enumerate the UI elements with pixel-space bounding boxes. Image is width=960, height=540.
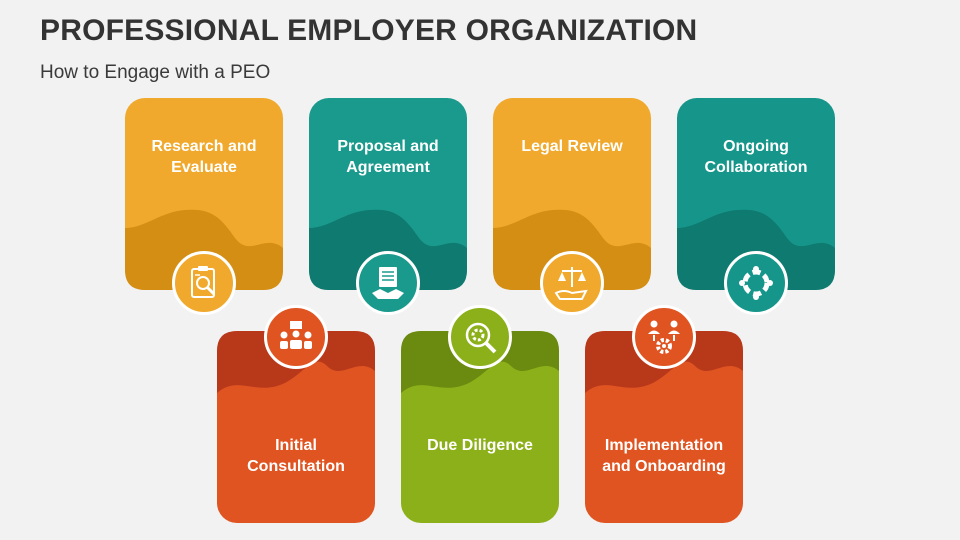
page-subtitle: How to Engage with a PEO xyxy=(40,62,271,83)
card-background xyxy=(125,98,283,290)
card-background xyxy=(677,98,835,290)
handshake-document-icon xyxy=(372,267,404,299)
page-title: PROFESSIONAL EMPLOYER ORGANIZATION xyxy=(40,14,698,47)
step-label: Due Diligence xyxy=(427,437,533,454)
step-badge xyxy=(448,305,512,369)
team-gear-icon xyxy=(648,320,680,354)
linked-hands-circle-icon xyxy=(739,266,773,300)
step-badge xyxy=(356,251,420,315)
step-card-legal-review: Legal Review xyxy=(493,98,651,315)
step-badge xyxy=(264,305,328,369)
step-badge xyxy=(632,305,696,369)
card-background xyxy=(309,98,467,290)
step-badge xyxy=(540,251,604,315)
step-badge xyxy=(172,251,236,315)
step-card-due-diligence: Due Diligence xyxy=(401,305,559,523)
gear-magnifier-icon xyxy=(465,322,497,354)
meeting-presentation-icon xyxy=(280,321,312,349)
card-background xyxy=(493,98,651,290)
clipboard-search-icon xyxy=(191,266,216,298)
step-badge xyxy=(724,251,788,315)
scales-hand-icon xyxy=(554,267,588,300)
step-label: Legal Review xyxy=(521,138,623,155)
